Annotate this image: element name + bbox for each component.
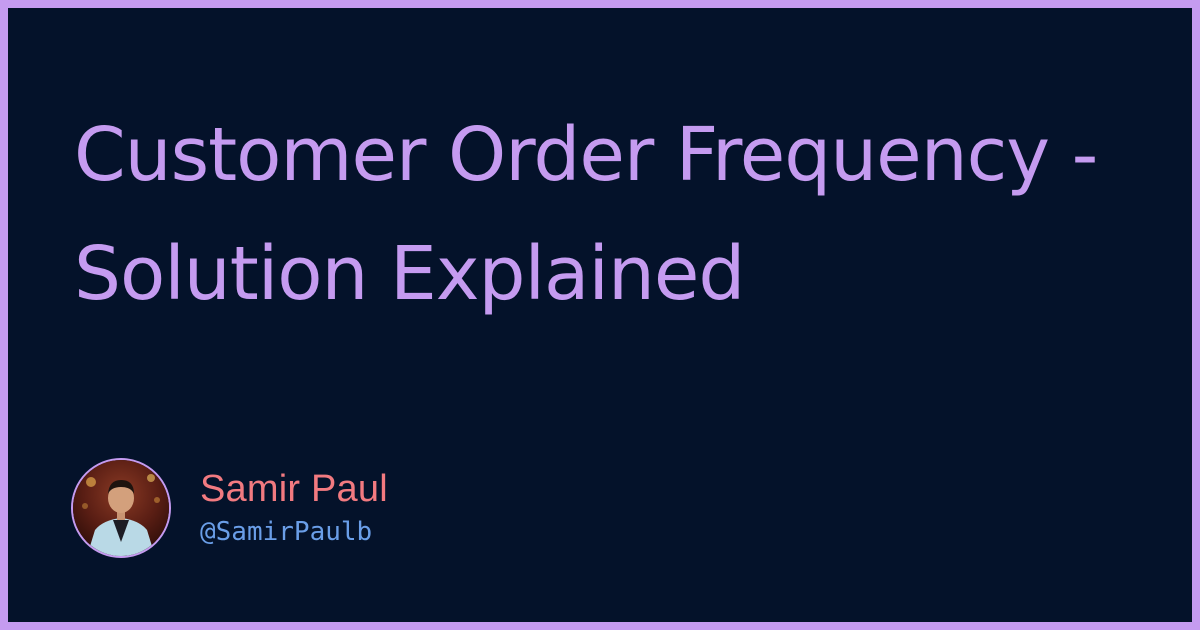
author-handle: @SamirPaulb <box>200 517 373 547</box>
author-name: Samir Paul <box>200 468 388 510</box>
avatar <box>71 458 171 558</box>
author-meta: Samir Paul @SamirPaulb <box>200 467 388 549</box>
avatar-photo <box>73 460 169 556</box>
author-block: Samir Paul @SamirPaulb <box>71 458 388 558</box>
og-card: Customer Order Frequency - Solution Expl… <box>8 8 1192 622</box>
article-title: Customer Order Frequency - Solution Expl… <box>74 112 1098 317</box>
